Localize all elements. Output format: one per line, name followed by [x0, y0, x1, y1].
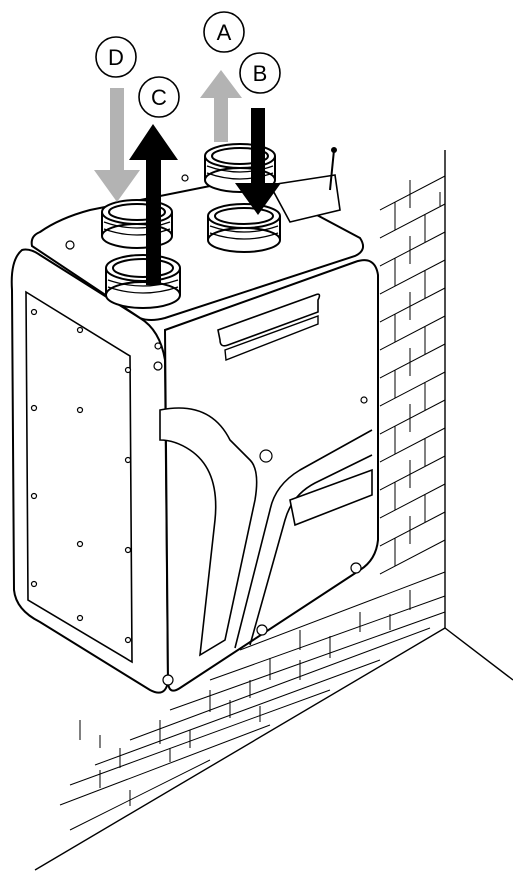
control-box — [268, 174, 341, 223]
arrow-b — [235, 108, 281, 215]
wall-floor-line-left — [34, 627, 446, 871]
labels — [95, 11, 281, 118]
label-b-circle — [239, 52, 281, 94]
unit-handle — [217, 293, 321, 347]
label-d: D — [108, 45, 124, 70]
label-d-circle — [95, 36, 137, 78]
unit-left-panel — [25, 290, 133, 664]
label-a: A — [217, 20, 232, 45]
label-c: C — [151, 85, 167, 110]
screws — [30, 174, 368, 686]
wall-floor-line-right — [444, 627, 513, 681]
arrow-a — [200, 70, 242, 142]
unit-body — [10, 174, 379, 694]
label-texts: A B C D — [108, 20, 267, 110]
brick-pattern-right — [379, 175, 446, 575]
arrow-c — [129, 124, 178, 285]
duct-c — [105, 254, 181, 309]
antenna — [329, 149, 335, 191]
label-b: B — [253, 61, 268, 86]
flow-arrows — [94, 70, 281, 285]
arrow-d — [94, 88, 140, 202]
unit-right-curve-panel — [159, 407, 258, 657]
brick-pattern-lower — [59, 571, 446, 831]
wall — [34, 150, 513, 871]
label-c-circle — [138, 76, 180, 118]
label-a-circle — [203, 11, 245, 53]
